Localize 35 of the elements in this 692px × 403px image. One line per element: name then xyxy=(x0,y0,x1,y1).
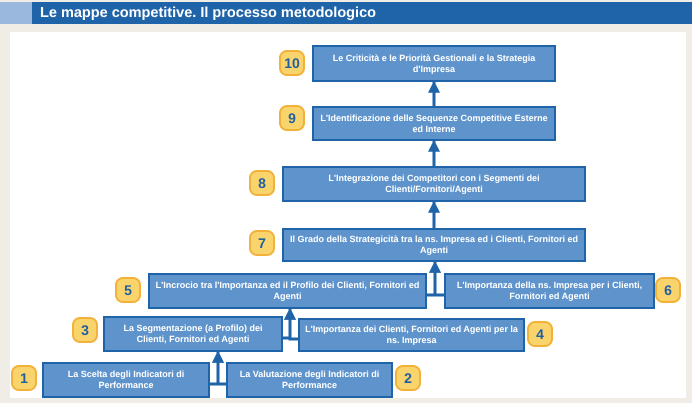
process-box xyxy=(226,362,393,398)
process-box xyxy=(42,362,210,398)
step-text: L'Incrocio tra l'Importanza ed il Profilo dei Clienti, Fornitori ed Agenti xyxy=(154,280,420,302)
arrow xyxy=(428,80,440,106)
step-number-badge: 10 xyxy=(279,50,305,76)
process-box xyxy=(103,316,283,352)
step-number-badge: 4 xyxy=(527,321,553,347)
step-text: L'Identificazione delle Sequenze Competitive Esterne ed Interne xyxy=(319,112,549,134)
step-text: L'Integrazione dei Competitori con i Segmenti dei Clienti/Fornitori/Agenti xyxy=(327,173,541,195)
process-box xyxy=(282,228,586,262)
step-number-badge: 9 xyxy=(279,105,305,131)
process-box xyxy=(312,106,556,141)
step-number-badge: 2 xyxy=(395,365,421,391)
arrow xyxy=(429,260,444,296)
title: Le mappe competitive. Il processo metodologico xyxy=(40,4,376,22)
step-text: La Segmentazione (a Profilo) dei Clienti, Fornitori ed Agenti xyxy=(122,323,264,345)
arrow xyxy=(428,200,440,228)
step-number-badge: 6 xyxy=(655,277,681,303)
process-box xyxy=(282,166,586,202)
step-number-badge: 8 xyxy=(249,170,275,196)
step-text: La Valutazione degli Indicatori di Performance xyxy=(238,369,380,391)
step-number-badge: 3 xyxy=(72,317,98,343)
step-text: Il Grado della Strategicità tra la ns. Impresa ed i Clienti, Fornitori ed Agenti xyxy=(288,234,580,256)
process-box xyxy=(148,273,427,309)
step-text: Le Criticità e le Priorità Gestionali e la Strategia d'Impresa xyxy=(332,52,536,74)
step-number-badge: 1 xyxy=(11,365,37,391)
step-text: La Scelta degli Indicatori di Performance xyxy=(66,369,186,391)
step-text: L'Importanza dei Clienti, Fornitori ed Agenti per la ns. Impresa xyxy=(304,324,519,346)
process-box xyxy=(312,45,556,82)
step-number-badge: 5 xyxy=(115,277,141,303)
process-box xyxy=(298,318,525,352)
process-box xyxy=(444,273,655,309)
step-text: L'Importanza della ns. Impresa per i Clienti, Fornitori ed Agenti xyxy=(456,280,644,302)
arrow xyxy=(428,140,440,166)
step-number-badge: 7 xyxy=(249,230,275,256)
